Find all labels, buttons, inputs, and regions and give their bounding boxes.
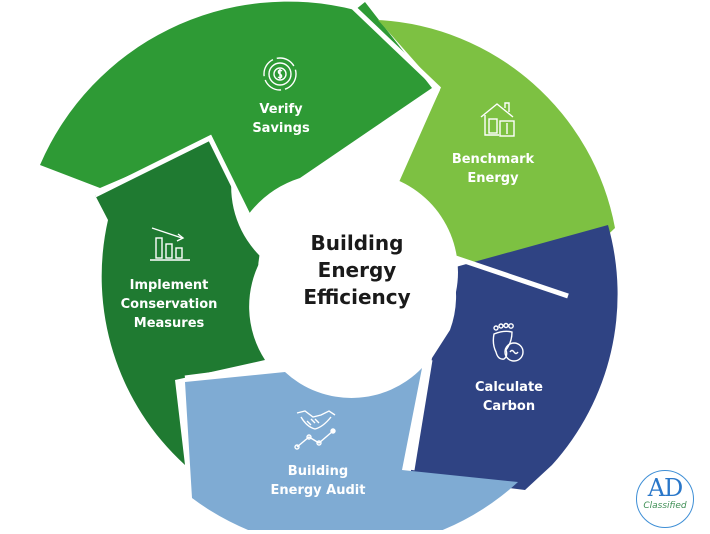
label-calculate-carbon: Calculate Carbon [475,380,543,414]
center-title-line: Energy [317,258,397,282]
watermark-sub: Classified [643,501,687,511]
carbon-footprint-icon [492,322,524,362]
segment-calculate-carbon [410,225,618,490]
house-meter-icon [480,102,515,137]
watermark-badge: AD Classified [636,470,694,528]
label-verify-savings: Verify Savings [252,102,310,136]
center-title-line: Building [310,231,404,255]
label-implement-conservation-measures: Implement Conservation Measures [120,278,218,331]
center-disc [258,172,458,372]
declining-bars-icon [150,227,190,261]
segment-building-energy-audit [185,368,518,534]
center-title-line: Efficiency [303,285,411,309]
label-benchmark-energy: Benchmark Energy [451,152,535,186]
center-title: Building Energy Efficiency [303,230,410,311]
label-building-energy-audit: Building Energy Audit [270,464,366,498]
dollar-cycle-icon [263,57,297,91]
watermark-main: AD [647,474,684,502]
handshake-trend-icon [294,410,336,450]
segment-verify-savings [40,1,432,215]
segment-implement-conservation-measures [95,138,265,465]
